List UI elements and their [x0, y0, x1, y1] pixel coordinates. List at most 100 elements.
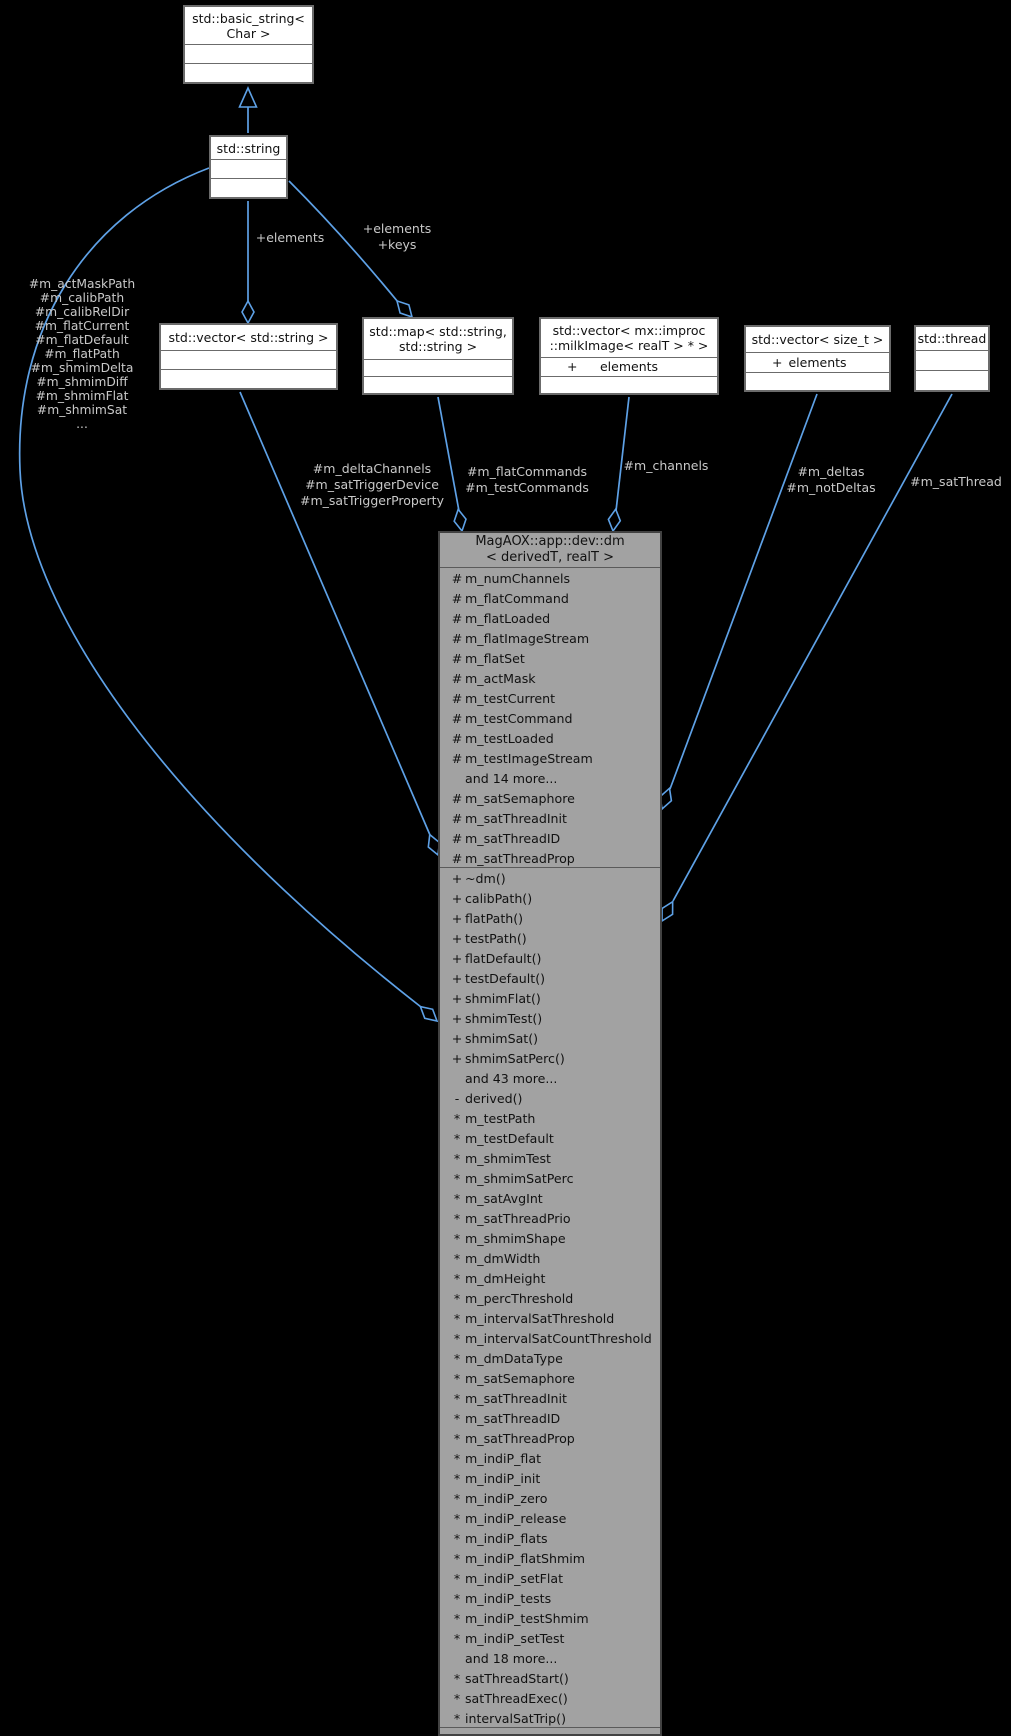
method-row: *m_testDefault [440, 1128, 660, 1148]
method-row: *m_satThreadProp [440, 1428, 660, 1448]
method-row: *m_dmHeight [440, 1268, 660, 1288]
access-symbol: # [451, 710, 463, 726]
class-node-map-string[interactable]: std::map< std::string, std::string > [362, 317, 514, 395]
method-row: +flatPath() [440, 908, 660, 928]
method-name: m_indiP_init [465, 1470, 541, 1486]
method-name: m_intervalSatThreshold [465, 1310, 615, 1326]
method-row: +calibPath() [440, 888, 660, 908]
edge-label-line: #m_satTriggerProperty [300, 493, 444, 508]
attribute-row: #m_flatCommand [440, 588, 660, 608]
access-symbol: * [453, 1270, 461, 1286]
methods-compartment [541, 376, 717, 393]
class-node-vector-sizet[interactable]: std::vector< size_t > +elements [744, 325, 891, 392]
extra-compartment [440, 1727, 660, 1734]
class-node-vector-milkimage[interactable]: std::vector< mx::improc ::milkImage< rea… [539, 317, 719, 395]
access-symbol: * [453, 1630, 461, 1646]
access-symbol: * [453, 1450, 461, 1466]
attribute-row: #m_testImageStream [440, 748, 660, 768]
class-node-vector-string[interactable]: std::vector< std::string > [159, 323, 338, 390]
method-name: and 43 more... [465, 1070, 558, 1086]
aggregation-diamond-icon [395, 299, 414, 319]
edge-label-sizet-members: #m_deltas#m_notDeltas [786, 464, 875, 496]
access-symbol: + [451, 970, 463, 986]
edge-label-line: #m_deltaChannels [312, 461, 432, 476]
method-row: *m_intervalSatThreshold [440, 1308, 660, 1328]
aggregation-diamond-icon [661, 900, 674, 923]
edge-label-vector-string-members: #m_deltaChannels#m_satTriggerDevice#m_sa… [300, 461, 444, 509]
attribute-row: #m_testLoaded [440, 728, 660, 748]
edge-label-line: #m_deltas [797, 464, 865, 479]
attribute-row: #m_satSemaphore [440, 788, 660, 808]
edge-string-map [288, 180, 399, 303]
access-symbol: * [453, 1670, 461, 1686]
method-row: +shmimTest() [440, 1008, 660, 1028]
edge-label-line: #m_flatCommands [466, 464, 588, 479]
method-name: satThreadStart() [465, 1670, 569, 1686]
method-name: ~dm() [465, 870, 506, 886]
access-symbol: * [453, 1210, 461, 1226]
methods-compartment: +~dm()+calibPath()+flatPath()+testPath()… [440, 867, 660, 1727]
method-row: and 43 more... [440, 1068, 660, 1088]
access-symbol: * [453, 1170, 461, 1186]
edge-map-dm [437, 396, 460, 512]
method-row: +shmimSat() [440, 1028, 660, 1048]
access-symbol: # [451, 730, 463, 746]
class-node-std-string[interactable]: std::string [209, 135, 288, 199]
access-symbol: * [453, 1350, 461, 1366]
class-node-magaox-dm[interactable]: MagAOX::app::dev::dm < derivedT, realT >… [438, 531, 662, 1736]
attribute-row: #m_testCurrent [440, 688, 660, 708]
access-symbol: * [453, 1370, 461, 1386]
attribute-name: elements [599, 359, 659, 374]
method-name: and 18 more... [465, 1650, 558, 1666]
attribute-name: m_numChannels [465, 570, 571, 586]
edge-label-string-members: #m_actMaskPath#m_calibPath#m_calibRelDir… [29, 277, 135, 431]
attribute-row: #m_actMask [440, 668, 660, 688]
edge-label-map-members: #m_flatCommands#m_testCommands [465, 464, 589, 496]
edge-label-string-elements: +elements [256, 230, 325, 246]
method-name: m_indiP_flats [465, 1530, 548, 1546]
attribute-row: and 14 more... [440, 768, 660, 788]
method-name: m_shmimTest [465, 1150, 551, 1166]
edge-label-line: +elements [362, 221, 432, 236]
aggregation-diamond-icon [453, 507, 467, 533]
access-symbol: * [453, 1290, 461, 1306]
edge-label-line: #m_satTriggerDevice [305, 477, 439, 492]
attributes-compartment: +elements [746, 352, 889, 372]
access-symbol: # [451, 590, 463, 606]
edge-label-line: #m_testCommands [465, 480, 589, 495]
edge-thread-dm [672, 393, 953, 902]
access-symbol: # [451, 850, 463, 866]
class-title: std::thread [917, 331, 987, 346]
access-symbol: # [451, 650, 463, 666]
methods-compartment [364, 376, 512, 393]
access-symbol: + [567, 359, 578, 374]
attribute-name: m_testCommand [465, 710, 573, 726]
method-row: *m_satThreadPrio [440, 1208, 660, 1228]
class-title: std::vector< size_t > [751, 332, 884, 347]
attribute-name: m_satSemaphore [465, 790, 575, 806]
attribute-row: #m_flatImageStream [440, 628, 660, 648]
edge-label-line: +elements [255, 230, 325, 245]
class-node-std-basic-string[interactable]: std::basic_string< Char > [183, 5, 314, 84]
method-name: m_indiP_testShmim [465, 1610, 589, 1626]
attributes-compartment: #m_numChannels#m_flatCommand#m_flatLoade… [440, 567, 660, 867]
edge-milkimage-dm [615, 396, 630, 512]
access-symbol: + [451, 930, 463, 946]
method-name: m_indiP_zero [465, 1490, 548, 1506]
method-name: m_satThreadProp [465, 1430, 575, 1446]
edge-label-thread-members: #m_satThread [910, 474, 1002, 490]
access-symbol: # [451, 830, 463, 846]
method-row: *m_indiP_setFlat [440, 1568, 660, 1588]
edge-string-dm [18, 167, 422, 1008]
access-symbol: # [451, 670, 463, 686]
access-symbol: + [451, 890, 463, 906]
class-node-std-thread[interactable]: std::thread [914, 325, 990, 392]
edge-label-milkimage-members: #m_channels [624, 458, 709, 474]
edge-label-line: ... [76, 417, 88, 431]
methods-compartment [916, 370, 988, 390]
attribute-row: +elements [746, 353, 889, 371]
method-row: *m_dmDataType [440, 1348, 660, 1368]
access-symbol: + [451, 870, 463, 886]
